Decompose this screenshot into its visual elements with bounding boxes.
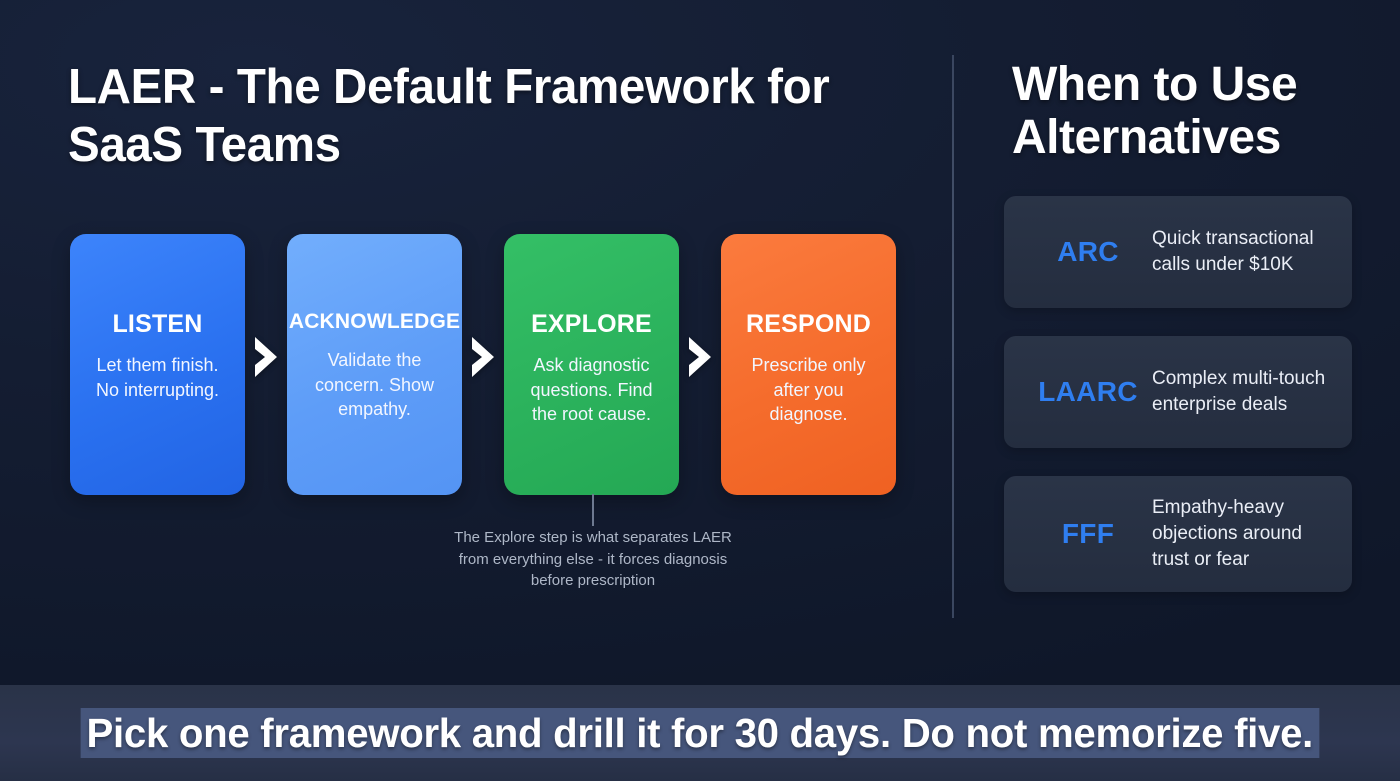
alternative-card-fff[interactable]: FFF Empathy-heavy objections around trus…: [1004, 476, 1352, 592]
step-title: EXPLORE: [531, 310, 652, 338]
step-description: Validate the concern. Show empathy.: [314, 350, 435, 419]
step-description: Ask diagnostic questions. Find the root …: [530, 355, 653, 424]
laer-flow: LISTEN Let them finish. No interrupting.…: [70, 234, 896, 495]
step-title: RESPOND: [745, 310, 872, 338]
chevron-right-icon: [679, 234, 721, 495]
banner-text: Pick one framework and drill it for 30 d…: [80, 708, 1320, 758]
page-title: LAER - The Default Framework for SaaS Te…: [68, 60, 830, 172]
alternative-code: LAARC: [1038, 376, 1138, 407]
step-card-acknowledge[interactable]: ACKNOWLEDGE Validate the concern. Show e…: [287, 234, 462, 495]
column-divider: [952, 55, 954, 618]
alternative-card-laarc[interactable]: LAARC Complex multi-touch enterprise dea…: [1004, 336, 1352, 448]
alternative-code: ARC: [1057, 236, 1119, 267]
alternative-description: Complex multi-touch enterprise deals: [1152, 368, 1326, 415]
chevron-right-icon: [245, 234, 287, 495]
explore-connector-line: [592, 494, 594, 526]
chevron-right-icon: [462, 234, 504, 495]
step-description: Let them finish. No interrupting.: [95, 355, 220, 400]
alternative-description: Quick transactional calls under $10K: [1152, 228, 1314, 275]
step-card-respond[interactable]: RESPOND Prescribe only after you diagnos…: [721, 234, 896, 495]
explore-note: The Explore step is what separates LAER …: [454, 529, 732, 589]
step-card-listen[interactable]: LISTEN Let them finish. No interrupting.: [70, 234, 245, 495]
step-description: Prescribe only after you diagnose.: [751, 355, 866, 424]
alternative-card-arc[interactable]: ARC Quick transactional calls under $10K: [1004, 196, 1352, 308]
step-title: ACKNOWLEDGE: [288, 310, 461, 333]
bottom-banner: Pick one framework and drill it for 30 d…: [0, 685, 1400, 781]
step-card-explore[interactable]: EXPLORE Ask diagnostic questions. Find t…: [504, 234, 679, 495]
alternative-code: FFF: [1061, 518, 1115, 549]
alternatives-title: When to Use Alternatives: [1012, 58, 1298, 164]
step-title: LISTEN: [112, 310, 203, 338]
alternatives-list: ARC Quick transactional calls under $10K…: [1004, 196, 1352, 592]
alternative-description: Empathy-heavy objections around trust or…: [1152, 497, 1302, 570]
